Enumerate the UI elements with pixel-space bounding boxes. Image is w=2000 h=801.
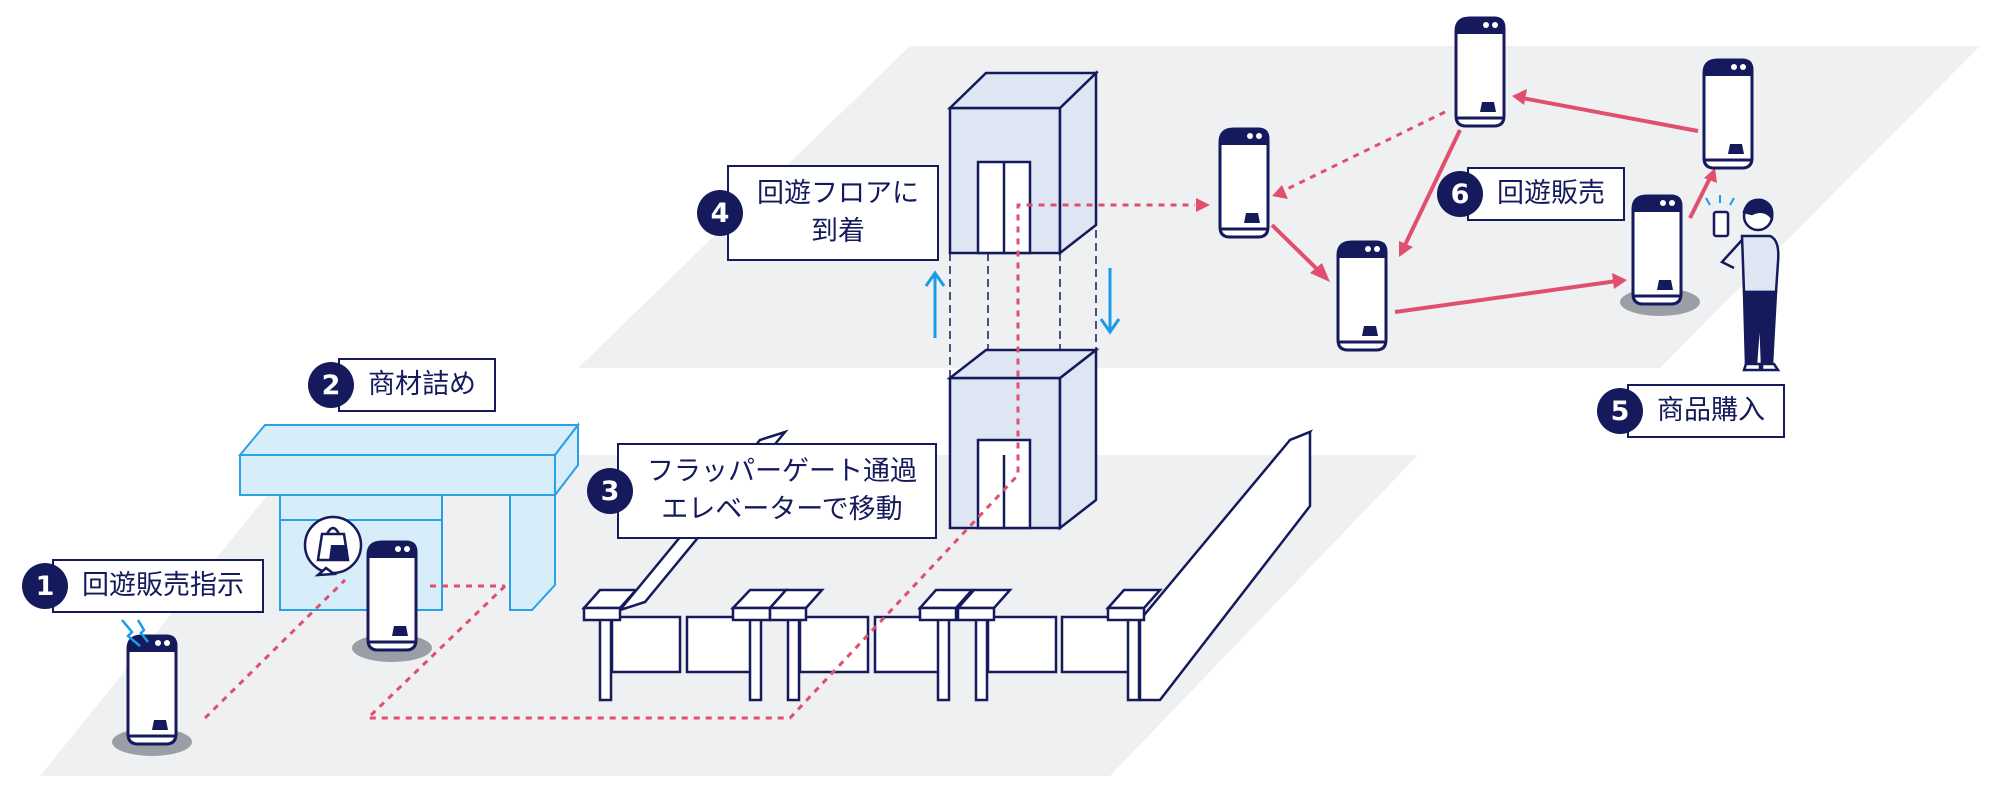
step-4-label: 4 回遊フロアに 到着 xyxy=(697,165,939,261)
robot-icon xyxy=(126,634,178,746)
step-3-text-line2: エレベーターで移動 xyxy=(661,494,903,525)
step-2-number: 2 xyxy=(308,362,354,408)
step-3-number: 3 xyxy=(587,468,633,514)
step-4-text-line2: 到着 xyxy=(811,216,865,247)
down-arrow-icon xyxy=(1099,268,1121,335)
step-6-number: 6 xyxy=(1437,171,1483,217)
robot-route-solid xyxy=(1270,96,1712,314)
kiosk-booth xyxy=(237,422,581,611)
step-1-text: 回遊販売指示 xyxy=(52,559,264,613)
step-3-label: 3 フラッパーゲート通過 エレベーターで移動 xyxy=(587,443,937,539)
step-5-number: 5 xyxy=(1597,388,1643,434)
robot-icon xyxy=(1336,240,1388,352)
route-arrowhead xyxy=(1196,198,1210,212)
step-4-text-line1: 回遊フロアに xyxy=(757,178,919,209)
elevator-upper xyxy=(946,70,1100,256)
robot-icon xyxy=(366,540,418,652)
upper-floor xyxy=(578,46,1980,368)
step-3-text-line1: フラッパーゲート通過 xyxy=(647,456,917,487)
up-arrow-icon xyxy=(924,270,946,338)
robot-icon xyxy=(1454,16,1506,128)
robot-icon xyxy=(1218,127,1270,239)
step-1-number: 1 xyxy=(22,563,68,609)
robot-route-dotted xyxy=(203,110,1446,720)
route-arrowhead xyxy=(1272,185,1288,199)
step-5-text: 商品購入 xyxy=(1627,384,1785,438)
step-4-text: 回遊フロアに 到着 xyxy=(727,165,939,261)
signal-icon xyxy=(121,619,149,647)
robot-icon xyxy=(1631,194,1683,306)
step-4-number: 4 xyxy=(697,190,743,236)
bag-bubble-icon xyxy=(303,515,363,577)
customer-with-smartphone-icon xyxy=(1705,195,1781,372)
step-5-label: 5 商品購入 xyxy=(1597,384,1785,438)
step-6-text: 回遊販売 xyxy=(1467,167,1625,221)
step-1-label: 1 回遊販売指示 xyxy=(22,559,264,613)
elevator-lower xyxy=(946,347,1100,531)
step-2-label: 2 商材詰め xyxy=(308,358,496,412)
step-3-text: フラッパーゲート通過 エレベーターで移動 xyxy=(617,443,937,539)
step-6-label: 6 回遊販売 xyxy=(1437,167,1625,221)
step-2-text: 商材詰め xyxy=(338,358,496,412)
robot-icon xyxy=(1702,58,1754,170)
